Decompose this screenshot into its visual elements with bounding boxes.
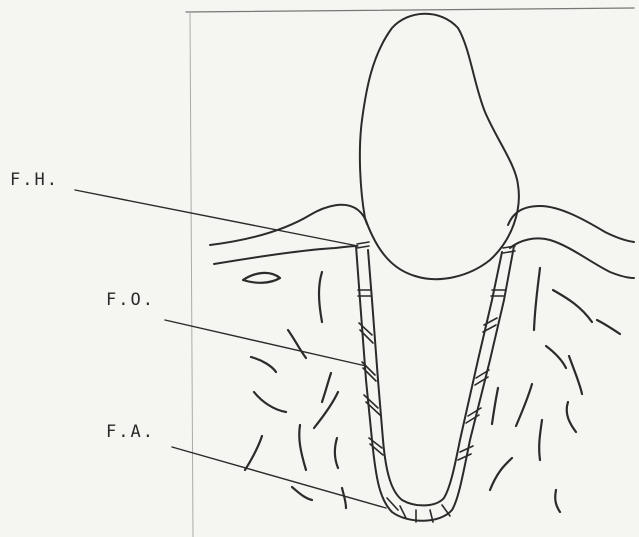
bone-crest-left [214, 246, 357, 264]
bone-trabeculae-right [490, 268, 620, 512]
leader-line-fh [75, 190, 358, 246]
fibres-right [458, 246, 515, 460]
leader-line-fa [172, 447, 386, 508]
bone-crest-right [510, 238, 634, 278]
tooth-crown [360, 14, 519, 279]
label-fo: F.O. [106, 290, 155, 310]
socket-wall-outer [356, 246, 514, 521]
gingiva-outer-left [210, 205, 367, 245]
label-fa: F.A. [106, 422, 155, 442]
gingiva-outer-right [508, 206, 634, 242]
socket-wall-inner [368, 250, 502, 505]
frame-left-edge [190, 12, 193, 537]
label-fh: F.H. [10, 170, 59, 190]
leader-line-fo [165, 320, 366, 366]
bone-trabeculae-left [243, 272, 346, 508]
frame-top-edge [186, 8, 634, 12]
